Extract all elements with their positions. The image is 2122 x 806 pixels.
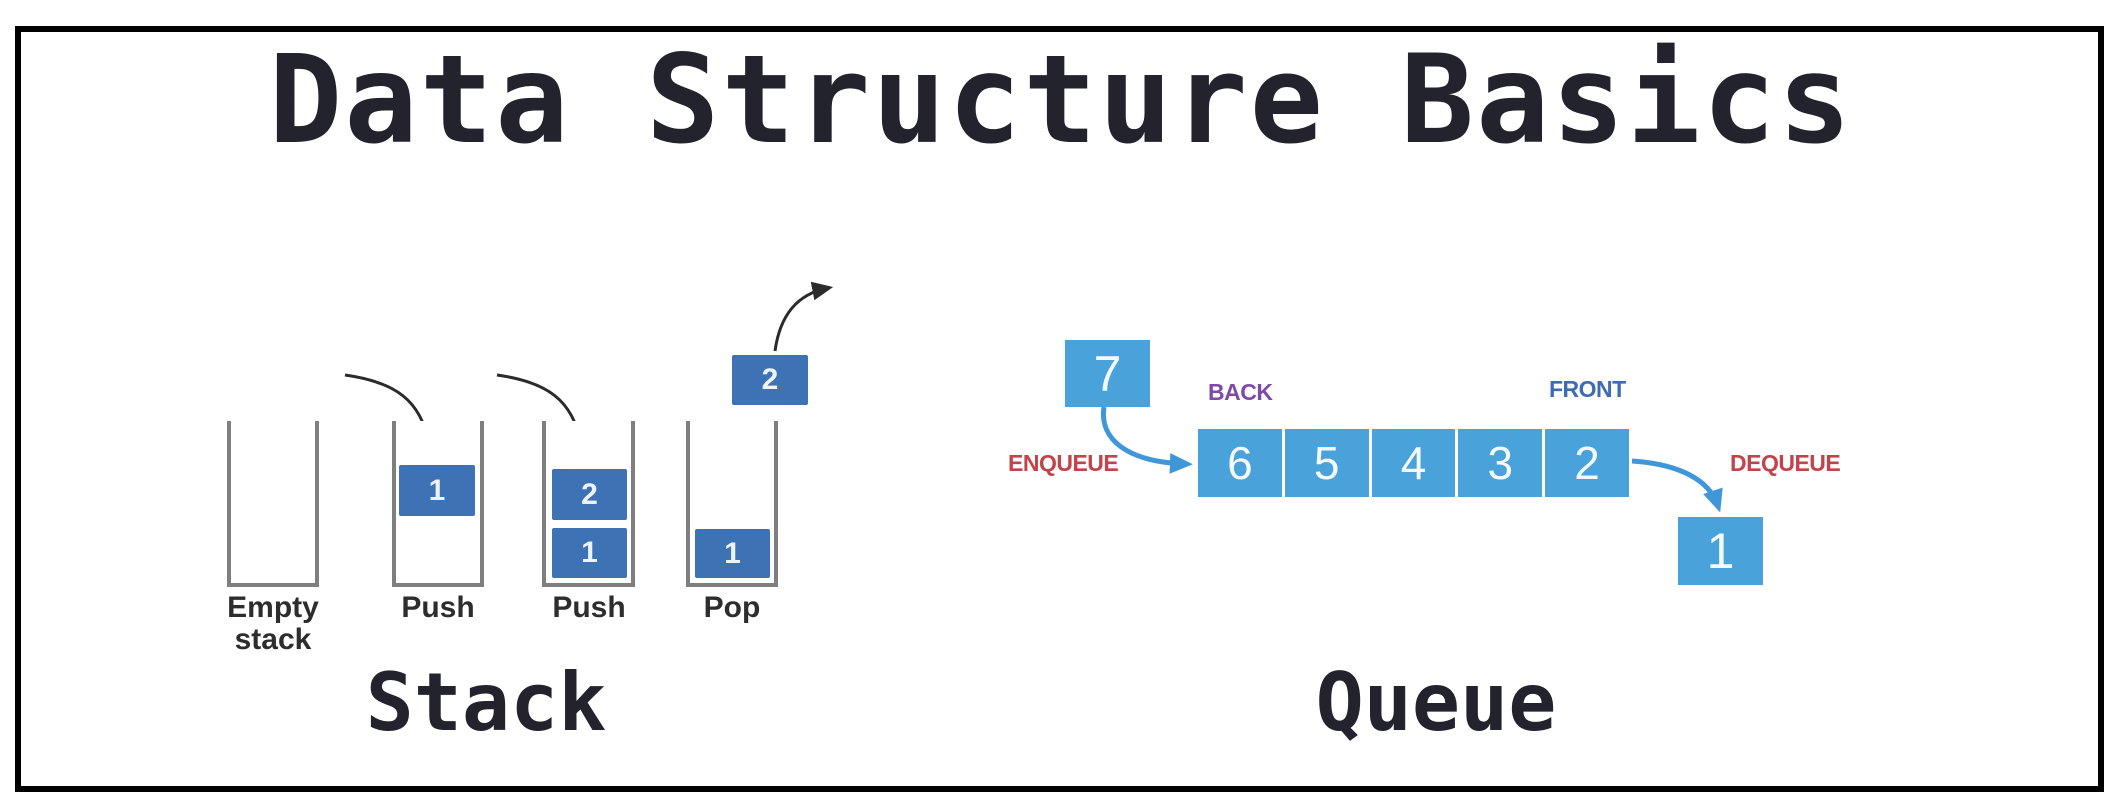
stack-caption-push1: Push xyxy=(401,591,475,624)
queue-cell: 2 xyxy=(1545,429,1629,497)
queue-dequeue-box: 1 xyxy=(1678,517,1763,585)
queue-back-label: BACK xyxy=(1208,379,1273,405)
stack-caption-push2: Push xyxy=(552,591,626,624)
queue-cell: 4 xyxy=(1371,429,1456,497)
stack-block: 1 xyxy=(552,528,627,578)
stack-block-popped: 2 xyxy=(732,355,808,405)
queue-cell: 3 xyxy=(1458,429,1543,497)
dequeue-arrow xyxy=(1631,458,1723,513)
queue-section-label: Queue xyxy=(1315,656,1557,749)
enqueue-arrow xyxy=(1100,406,1193,474)
queue-enqueue-label: ENQUEUE xyxy=(1008,450,1119,476)
queue-cell: 6 xyxy=(1198,429,1282,497)
stack-block: 2 xyxy=(552,469,627,520)
pop-arrow xyxy=(773,281,834,352)
queue-front-label: FRONT xyxy=(1549,376,1626,402)
stack-caption-empty: Empty stack xyxy=(227,591,319,656)
queue-row: 6 5 4 3 2 xyxy=(1198,429,1629,497)
stack-caption-pop: Pop xyxy=(703,591,761,624)
stack-container-empty xyxy=(227,421,319,587)
stack-section-label: Stack xyxy=(365,656,607,749)
queue-enqueue-box: 7 xyxy=(1065,340,1150,407)
queue-dequeue-label: DEQUEUE xyxy=(1730,450,1841,476)
queue-cell: 5 xyxy=(1284,429,1369,497)
stack-block: 1 xyxy=(695,529,770,578)
outer-border-frame xyxy=(15,26,2104,792)
page-title: Data Structure Basics xyxy=(268,29,1854,171)
stack-block: 1 xyxy=(399,465,475,516)
